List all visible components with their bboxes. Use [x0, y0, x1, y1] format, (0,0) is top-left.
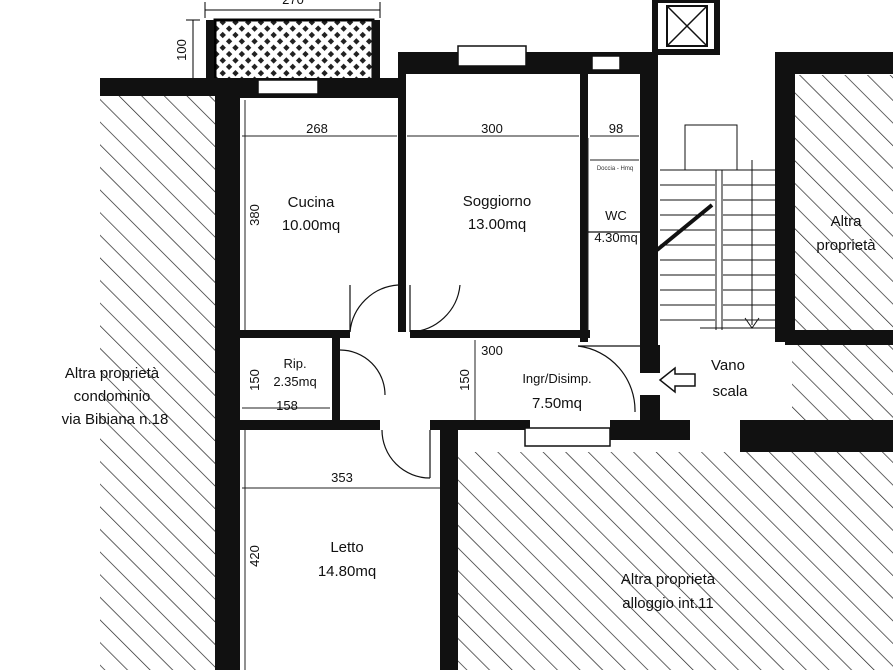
- walls: [100, 52, 893, 670]
- wc-note: Doccia - Hmq: [597, 166, 633, 172]
- neighbor-right-line2: proprietà: [816, 237, 876, 254]
- dim-ingresso-height: 150: [457, 369, 472, 391]
- neighbor-left-line2: condominio: [74, 388, 151, 405]
- entrance-arrow-icon: [658, 366, 696, 394]
- dim-rip-width: 158: [276, 398, 298, 413]
- dim-wc-width: 98: [609, 121, 623, 136]
- neighbor-left-line3: via Bibiana n.18: [62, 411, 169, 428]
- ingresso-area: 7.50mq: [532, 395, 582, 412]
- elevator-box: [652, 0, 720, 55]
- dim-rip-height: 150: [247, 369, 262, 391]
- neighbor-bottom-area: [455, 452, 893, 670]
- dim-letto-height: 420: [247, 545, 262, 567]
- letto-label: Letto: [330, 539, 363, 556]
- letto-area: 14.80mq: [318, 563, 376, 580]
- dim-soggiorno-width: 300: [481, 121, 503, 136]
- room-outlines: [242, 100, 639, 670]
- wc-area: 4.30mq: [594, 230, 637, 245]
- soggiorno-area: 13.00mq: [468, 216, 526, 233]
- soggiorno-label: Soggiorno: [463, 193, 531, 210]
- neighbor-right-lower-area: [792, 345, 893, 425]
- vano-scala-line2: scala: [712, 383, 748, 400]
- balcony: [186, 2, 381, 82]
- staircase: [655, 124, 790, 330]
- dim-balcony-depth: 100: [174, 39, 189, 61]
- rip-area: 2.35mq: [273, 374, 316, 389]
- ingresso-label: Ingr/Disimp.: [522, 371, 591, 386]
- cucina-area: 10.00mq: [282, 217, 340, 234]
- neighbor-right-area: [795, 75, 893, 330]
- doors: [339, 231, 640, 479]
- dim-balcony-width: 270: [282, 0, 304, 7]
- neighbor-left-area: [100, 95, 218, 670]
- neighbor-left-line1: Altra proprietà: [65, 365, 160, 382]
- dim-letto-width: 353: [331, 470, 353, 485]
- dim-cucina-width: 268: [306, 121, 328, 136]
- neighbor-right-line1: Altra: [831, 213, 863, 230]
- rip-label: Rip.: [283, 356, 306, 371]
- vano-scala-line1: Vano: [711, 357, 745, 374]
- cucina-label: Cucina: [288, 194, 335, 211]
- neighbor-bottom-line1: Altra proprietà: [621, 571, 716, 588]
- windows: [257, 45, 621, 447]
- dim-cucina-height: 380: [247, 204, 262, 226]
- wc-label: WC: [605, 208, 627, 223]
- neighbor-bottom-line2: alloggio int.11: [622, 595, 713, 612]
- dim-ingresso-width: 300: [481, 343, 503, 358]
